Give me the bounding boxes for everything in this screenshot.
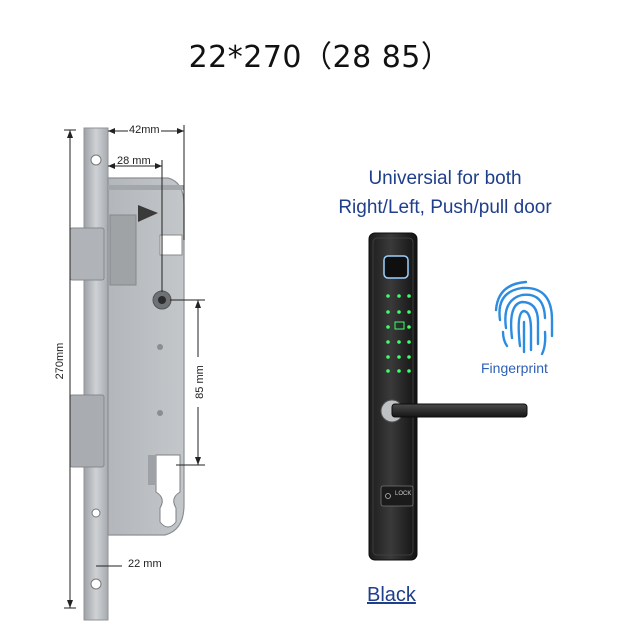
dim-total-height: 270mm: [54, 342, 66, 380]
dim-bottom: 22 mm: [128, 558, 162, 570]
lever: [391, 403, 528, 418]
dim-faceplate-width: 42mm: [128, 124, 161, 136]
latch-bolt: [69, 227, 105, 281]
keypad-icon: [386, 294, 411, 373]
fingerprint-label: Fingerprint: [481, 360, 548, 376]
dim-center: 85 mm: [194, 357, 206, 407]
lock-button-label: LOCK: [395, 491, 412, 497]
smart-lock-handle: [368, 232, 528, 561]
page-title: 22*270（28 85）: [188, 40, 452, 75]
faceplate: [83, 127, 109, 621]
cylinder-hole: [155, 454, 181, 528]
fingerprint-sensor: [383, 255, 409, 279]
tagline-line2: Right/Left, Push/pull door: [338, 197, 552, 218]
faceplate-screw-top: [90, 154, 102, 166]
lock-button: [380, 485, 414, 507]
tagline-line1: Universial for both: [368, 168, 522, 189]
fingerprint-icon: [494, 280, 554, 356]
deadbolt: [69, 394, 105, 468]
dim-backset: 28 mm: [117, 155, 151, 167]
faceplate-screw-bottom: [90, 578, 102, 590]
color-label: Black: [367, 584, 416, 606]
card-icon: [394, 321, 405, 330]
